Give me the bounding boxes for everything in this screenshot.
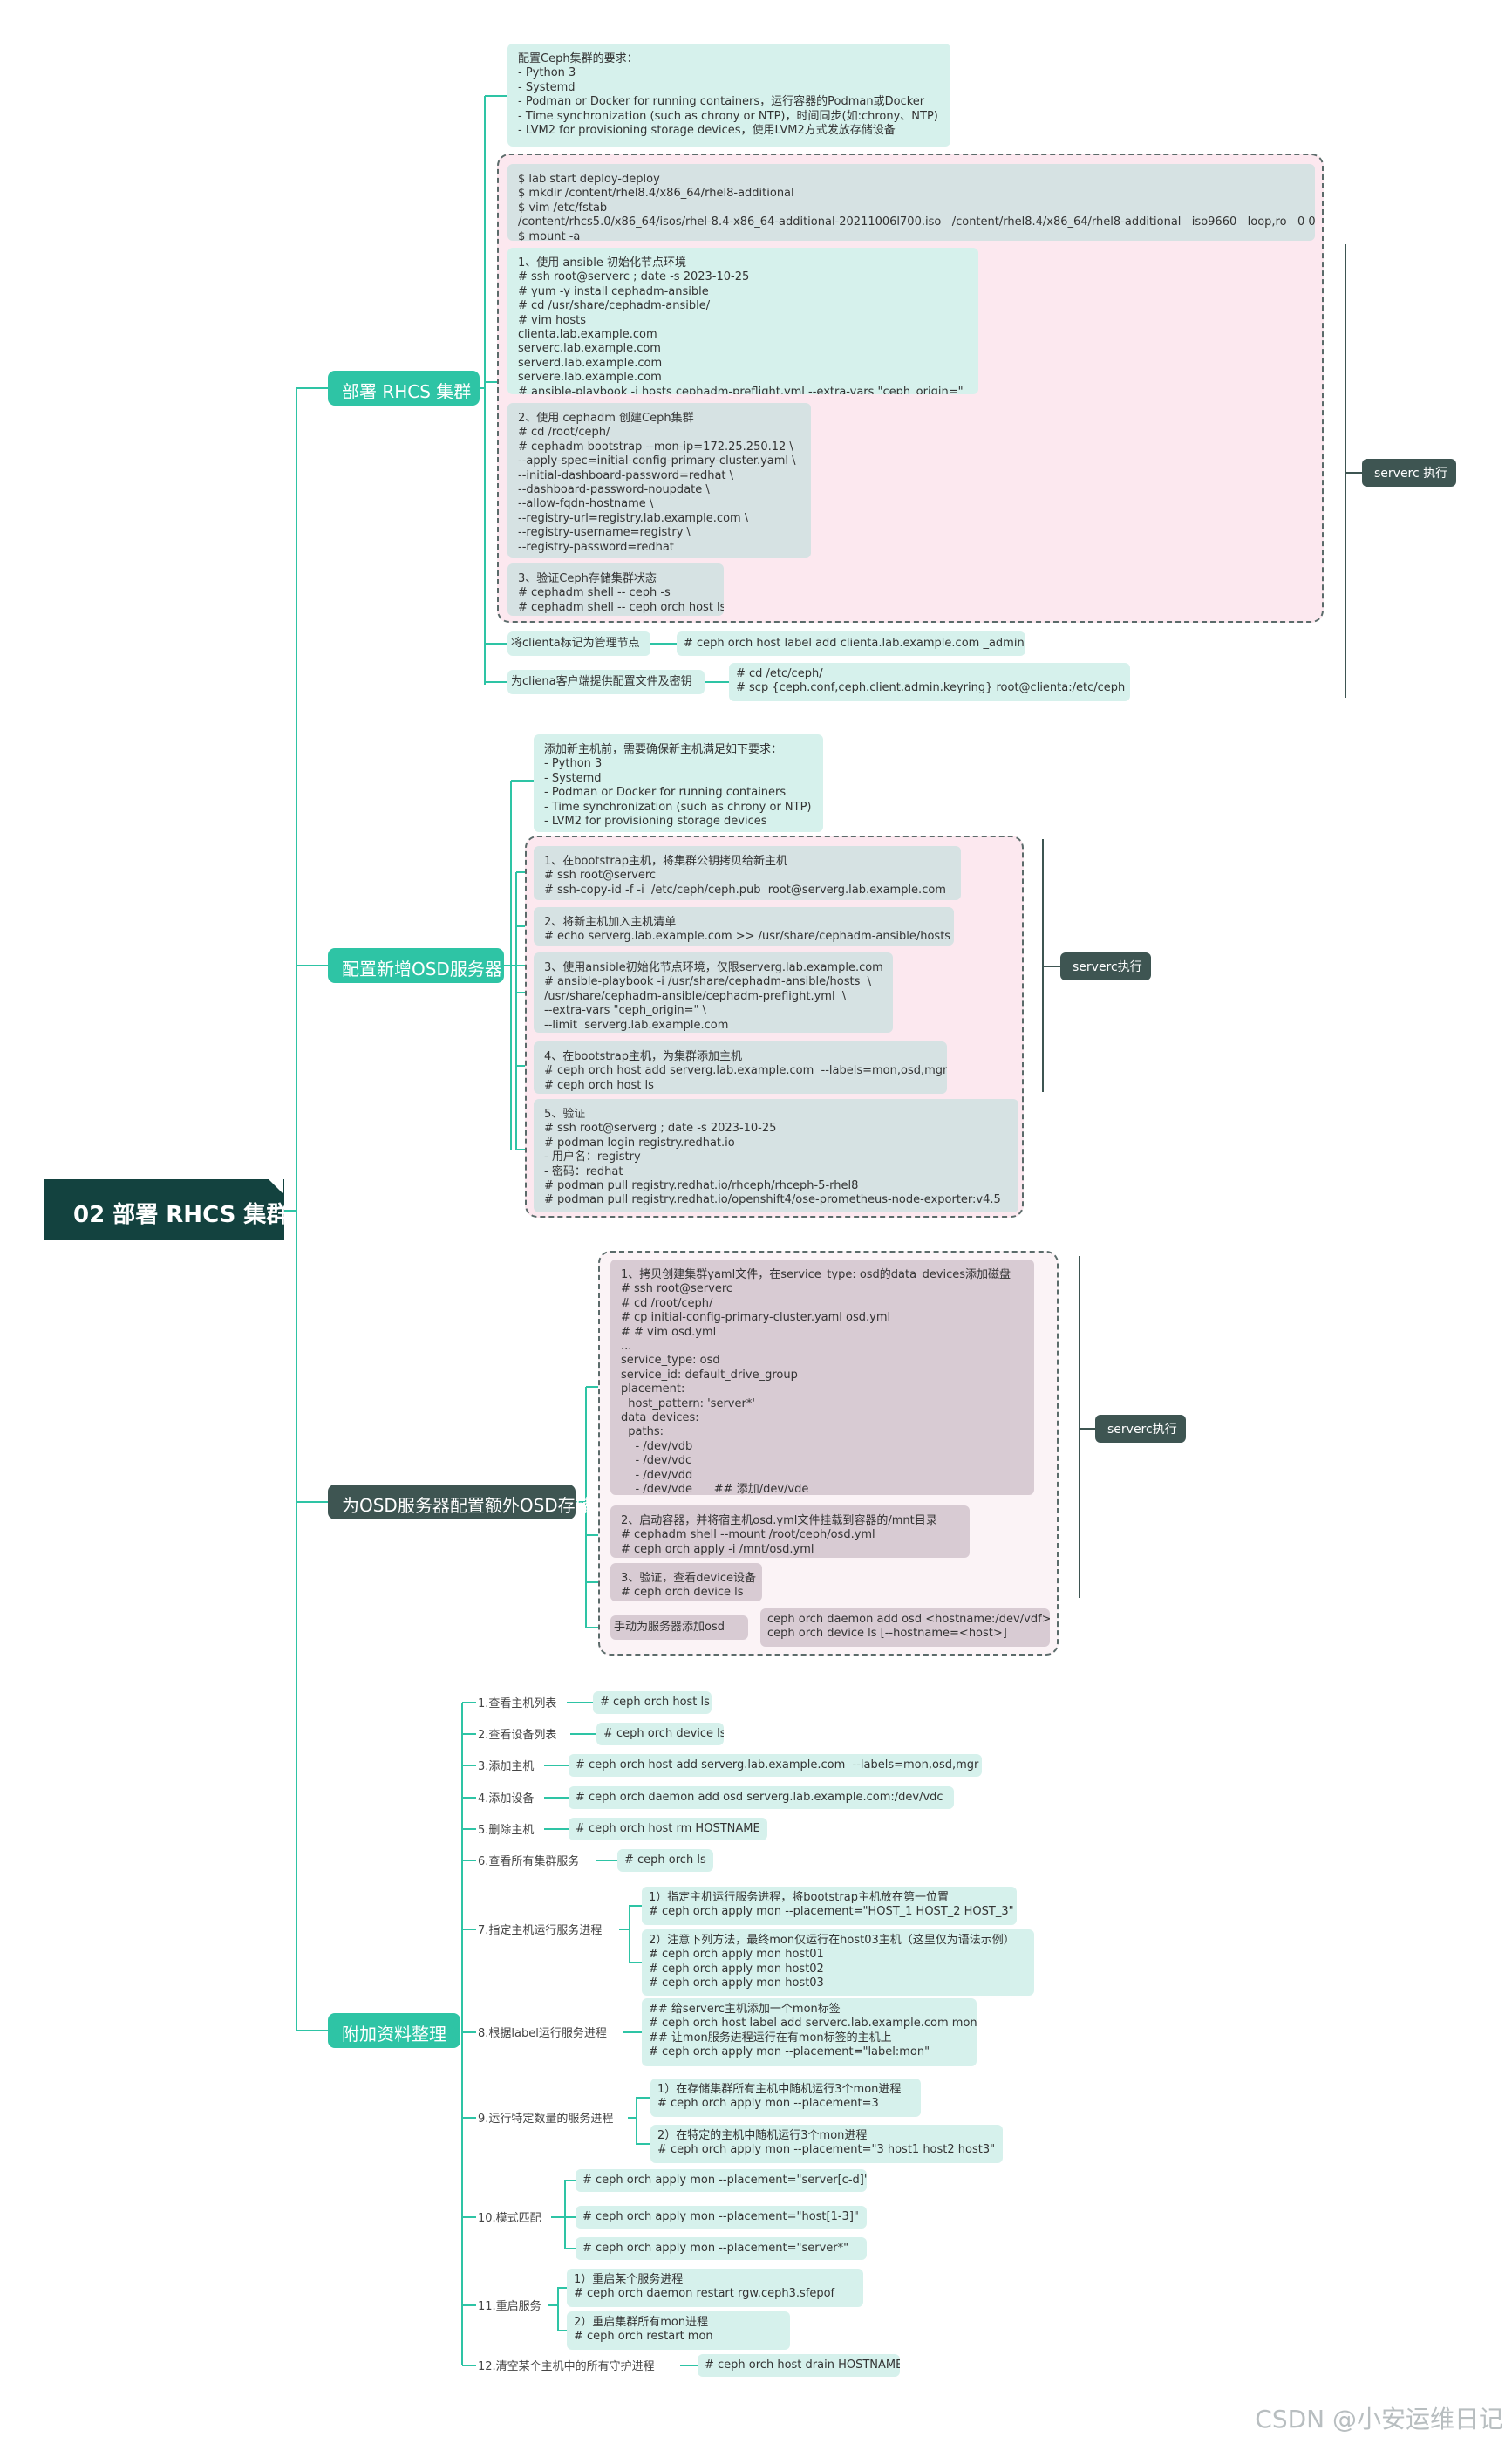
b1-step3-verify[interactable]: 3、验证Ceph存储集群状态 # cephadm shell -- ceph -… — [507, 563, 724, 616]
branch-add-osd-server[interactable]: 配置新增OSD服务器 — [328, 948, 504, 983]
b1-requirements[interactable]: 配置Ceph集群的要求： - Python 3 - Systemd - Podm… — [507, 44, 950, 147]
appendix-item-5-label[interactable]: 5.删除主机 — [478, 1824, 535, 1837]
branch-deploy-cluster[interactable]: 部署 RHCS 集群 — [328, 371, 480, 406]
branch-appendix[interactable]: 附加资料整理 — [328, 2013, 460, 2048]
connector-b1-bus — [480, 96, 486, 685]
appendix-item-8-cmd-1[interactable]: ## 给serverc主机添加一个mon标签 # ceph orch host … — [642, 1998, 977, 2066]
appendix-item-12-label[interactable]: 12.清空某个主机中的所有守护进程 — [478, 2360, 655, 2373]
appendix-item-12-cmd-1[interactable]: # ceph orch host drain HOSTNAME — [698, 2354, 900, 2377]
branch-extra-osd-storage[interactable]: 为OSD服务器配置额外OSD存储 — [328, 1485, 593, 1519]
b1-cmd-label-admin[interactable]: # ceph orch host label add clienta.lab.e… — [677, 631, 1025, 656]
b2-step4-add-host[interactable]: 4、在bootstrap主机，为集群添加主机 # ceph orch host … — [534, 1041, 947, 1094]
b1-label-client-config[interactable]: 为cliena客户端提供配置文件及密钥 — [507, 670, 705, 694]
appendix-item-10-cmd-2[interactable]: # ceph orch apply mon --placement="host[… — [576, 2206, 867, 2229]
appendix-item-11-cmd-2[interactable]: 2）重启集群所有mon进程 # ceph orch restart mon — [567, 2311, 790, 2350]
appendix-item-2-label[interactable]: 2.查看设备列表 — [478, 1729, 557, 1742]
b2-step3-ansible[interactable]: 3、使用ansible初始化节点环境，仅限serverg.lab.example… — [534, 952, 893, 1033]
connector-b4-cmds — [544, 1702, 698, 2366]
appendix-item-11-label[interactable]: 11.重启服务 — [478, 2300, 541, 2313]
b1-step1-ansible[interactable]: 1、使用 ansible 初始化节点环境 # ssh root@serverc … — [507, 248, 978, 394]
b1-label-admin[interactable]: 将clienta标记为管理节点 — [507, 631, 650, 656]
appendix-item-7-cmd-2[interactable]: 2）注意下列方法，最终mon仅运行在host03主机（这里仅为语法示例） # c… — [642, 1929, 1034, 1996]
appendix-item-5-cmd-1[interactable]: # ceph orch host rm HOSTNAME — [569, 1818, 767, 1840]
b2-step2-inventory[interactable]: 2、将新主机加入主机清单 # echo serverg.lab.example.… — [534, 907, 954, 946]
appendix-item-2-cmd-1[interactable]: # ceph orch device ls — [596, 1723, 724, 1745]
appendix-item-9-cmd-2[interactable]: 2）在特定的主机中随机运行3个mon进程 # ceph orch apply m… — [650, 2125, 1003, 2163]
exec-label-serverc-3: serverc执行 — [1095, 1415, 1186, 1443]
appendix-item-9-cmd-1[interactable]: 1）在存储集群所有主机中随机运行3个mon进程 # ceph orch appl… — [650, 2079, 921, 2117]
appendix-item-9-label[interactable]: 9.运行特定数量的服务进程 — [478, 2113, 614, 2126]
exec-label-serverc-1: serverc 执行 — [1362, 459, 1456, 487]
appendix-item-4-label[interactable]: 4.添加设备 — [478, 1792, 535, 1806]
b3-label-manual-osd[interactable]: 手动为服务器添加osd — [610, 1615, 748, 1640]
appendix-item-3-label[interactable]: 3.添加主机 — [478, 1760, 535, 1773]
b3-step3-verify[interactable]: 3、验证，查看device设备 # ceph orch device ls — [610, 1563, 762, 1601]
appendix-item-4-cmd-1[interactable]: # ceph orch daemon add osd serverg.lab.e… — [569, 1786, 954, 1809]
appendix-item-6-cmd-1[interactable]: # ceph orch ls — [617, 1849, 713, 1872]
appendix-item-1-cmd-1[interactable]: # ceph orch host ls — [593, 1691, 712, 1714]
b1-step2-bootstrap[interactable]: 2、使用 cephadm 创建Ceph集群 # cd /root/ceph/ #… — [507, 403, 811, 558]
appendix-item-7-cmd-1[interactable]: 1）指定主机运行服务进程，将bootstrap主机放在第一位置 # ceph o… — [642, 1887, 1017, 1925]
appendix-item-10-cmd-1[interactable]: # ceph orch apply mon --placement="serve… — [576, 2169, 867, 2192]
connector-exec-2 — [1042, 839, 1060, 1092]
appendix-item-10-cmd-3[interactable]: # ceph orch apply mon --placement="serve… — [576, 2237, 867, 2260]
b1-setup-commands[interactable]: $ lab start deploy-deploy $ mkdir /conte… — [507, 164, 1315, 241]
appendix-item-8-label[interactable]: 8.根据label运行服务进程 — [478, 2027, 607, 2040]
root-fold-icon — [269, 1179, 283, 1193]
connector-exec-3 — [1079, 1256, 1095, 1598]
b3-cmd-manual-osd[interactable]: ceph orch daemon add osd <hostname:/dev/… — [760, 1608, 1050, 1647]
connector-b3-bus — [576, 1387, 587, 1628]
watermark: CSDN @小安运维日记 — [1255, 2405, 1503, 2434]
b2-requirements[interactable]: 添加新主机前，需要确保新主机满足如下要求： - Python 3 - Syste… — [534, 734, 823, 832]
b2-step5-verify[interactable]: 5、验证 # ssh root@serverg ; date -s 2023-1… — [534, 1099, 1018, 1212]
connector-b2-bus — [504, 781, 512, 1150]
b2-step1-copy-key[interactable]: 1、在bootstrap主机，将集群公钥拷贝给新主机 # ssh root@se… — [534, 846, 961, 900]
b3-step2-mount[interactable]: 2、启动容器，并将宿主机osd.yml文件挂载到容器的/mnt目录 # ceph… — [610, 1505, 970, 1558]
appendix-item-6-label[interactable]: 6.查看所有集群服务 — [478, 1855, 580, 1868]
appendix-item-3-cmd-1[interactable]: # ceph orch host add serverg.lab.example… — [569, 1754, 982, 1777]
exec-label-serverc-2: serverc执行 — [1060, 952, 1151, 980]
connector-b4-items — [462, 1702, 476, 2366]
connector-exec-1 — [1345, 244, 1362, 698]
appendix-item-10-label[interactable]: 10.模式匹配 — [478, 2212, 541, 2225]
appendix-item-1-label[interactable]: 1.查看主机列表 — [478, 1697, 557, 1710]
appendix-item-11-cmd-1[interactable]: 1）重启某个服务进程 # ceph orch daemon restart rg… — [567, 2269, 863, 2307]
root-node[interactable]: 02 部署 RHCS 集群 — [44, 1179, 289, 1240]
b3-step1-osd-yaml[interactable]: 1、拷贝创建集群yaml文件，在service_type: osd的data_d… — [610, 1260, 1034, 1495]
b1-cmd-client-config[interactable]: # cd /etc/ceph/ # scp {ceph.conf,ceph.cl… — [729, 663, 1130, 701]
appendix-item-7-label[interactable]: 7.指定主机运行服务进程 — [478, 1924, 603, 1937]
